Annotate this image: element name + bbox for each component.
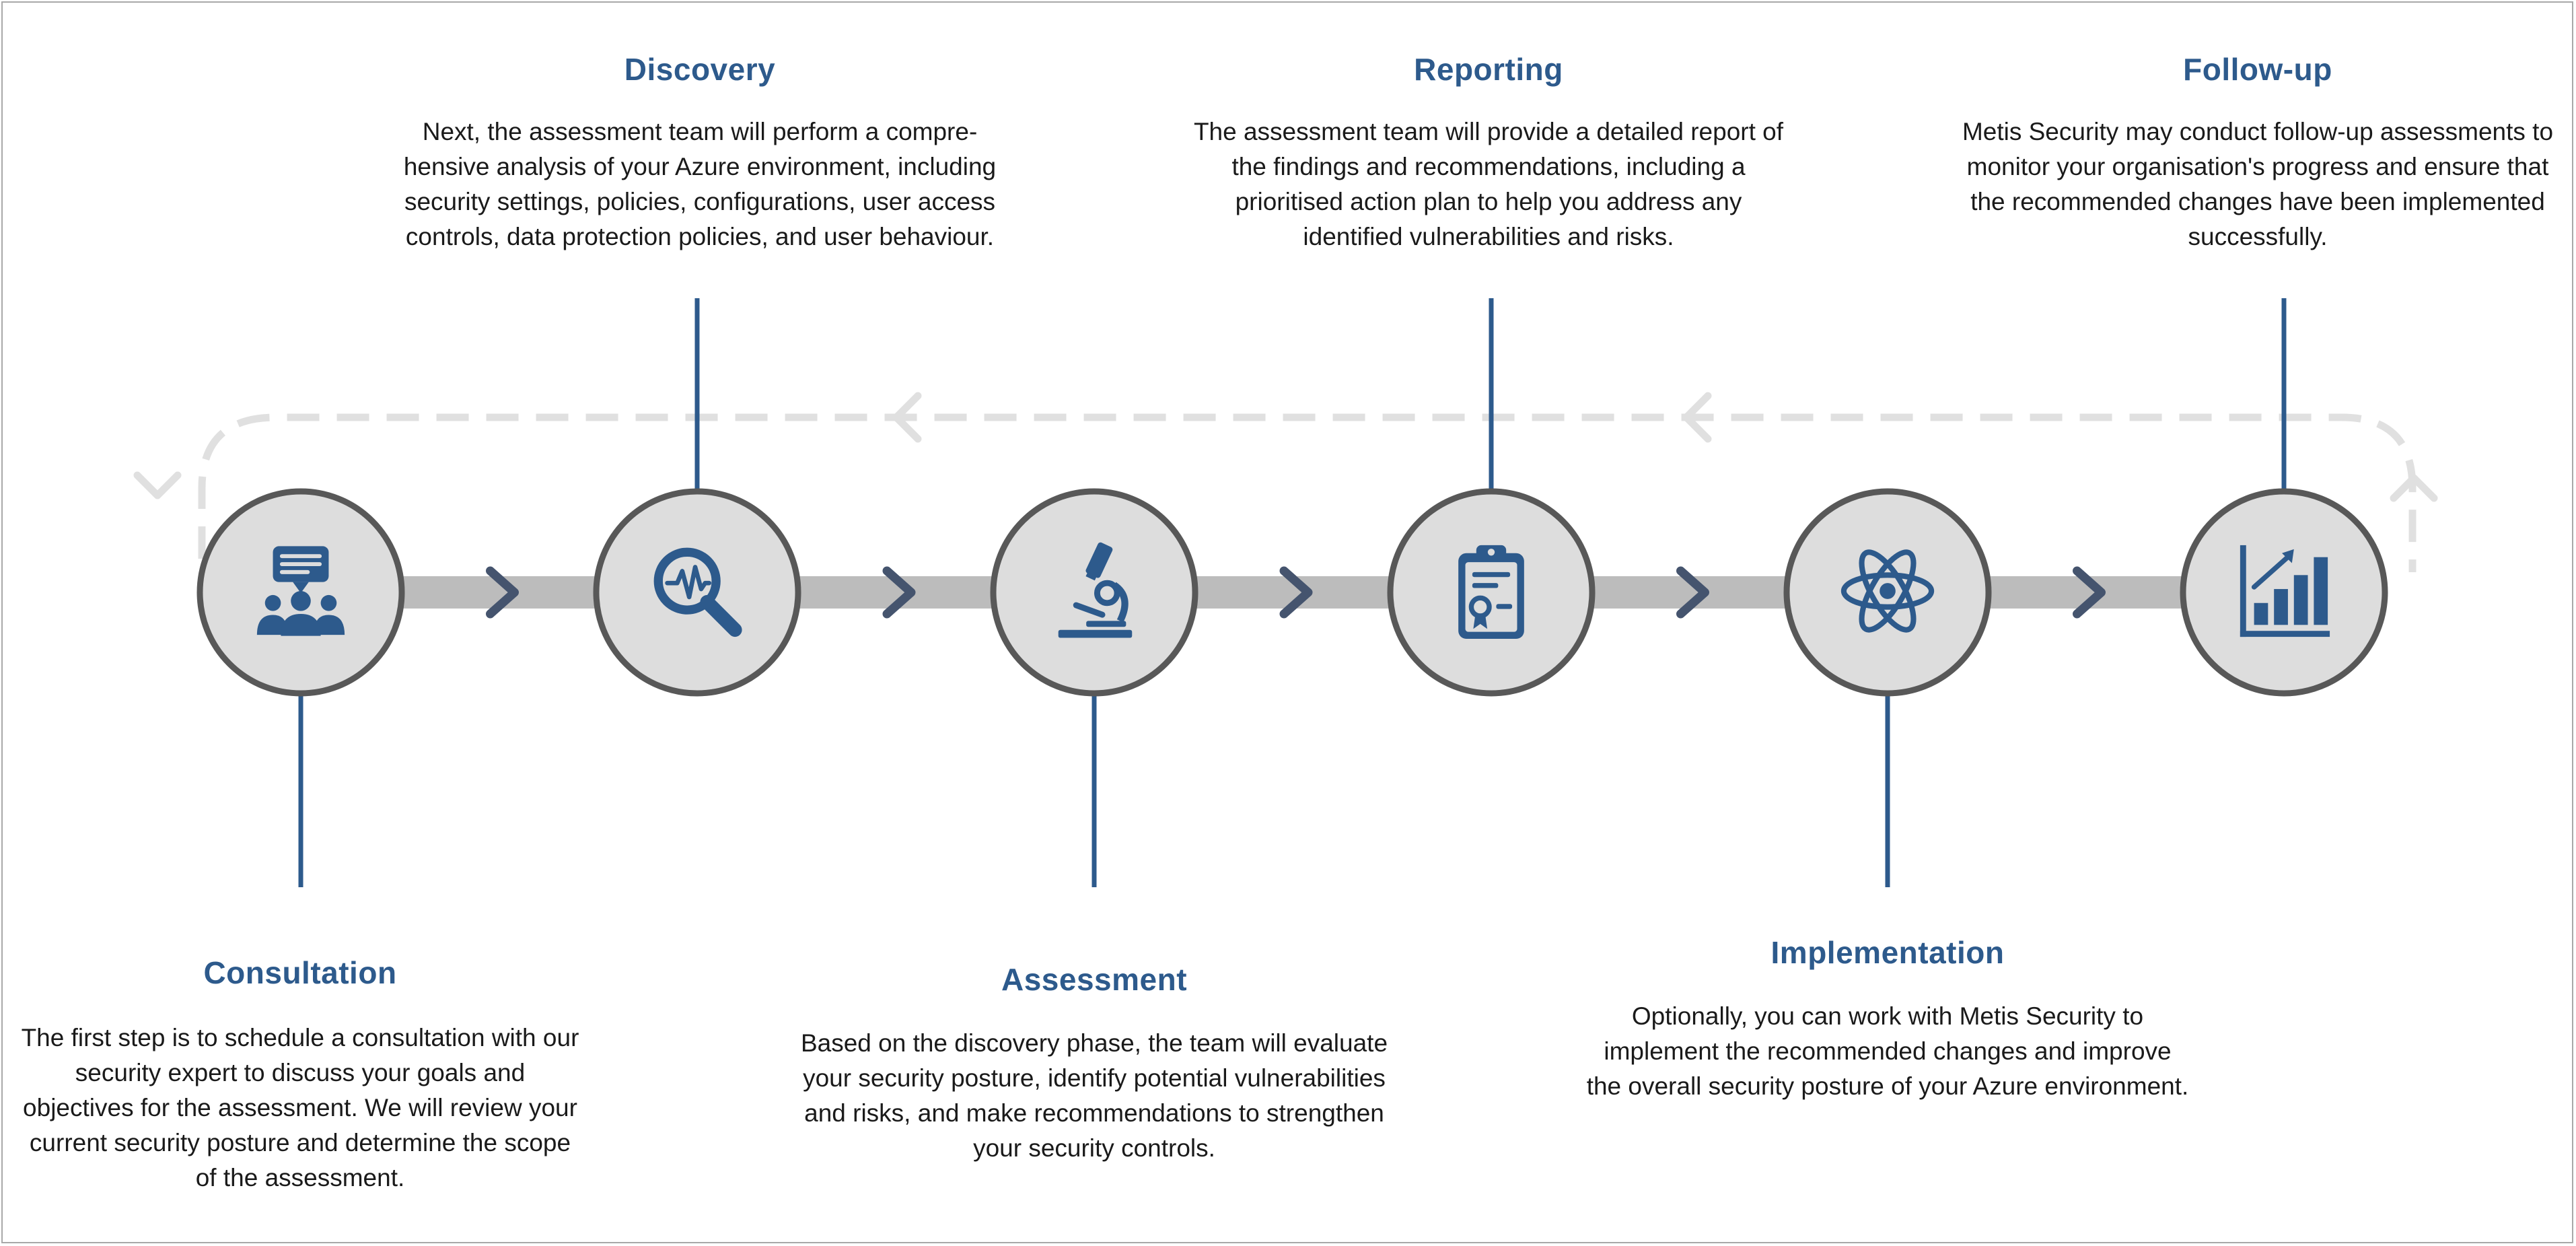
step-title: Assessment — [1001, 962, 1188, 997]
step-title: Reporting — [1414, 52, 1563, 87]
connector-chevron-1 — [486, 566, 519, 619]
connector-chevron-2 — [882, 566, 916, 619]
step-description: The assessment team will provide a detai… — [1193, 118, 1784, 250]
step-title: Implementation — [1770, 935, 2005, 970]
loop-arrow-left-1 — [892, 392, 922, 443]
step-title: Discovery — [624, 52, 776, 87]
loop-arrow-left-2 — [1682, 392, 1712, 443]
step-title: Follow-up — [2183, 52, 2332, 87]
feedback-loop — [198, 413, 2417, 572]
loop-arrow-down — [133, 471, 182, 499]
step-node-5 — [1783, 488, 1992, 697]
step-title: Consultation — [203, 955, 397, 990]
connector-chevron-4 — [1676, 566, 1709, 619]
step-node-6 — [2180, 488, 2388, 697]
node-circle — [593, 488, 801, 697]
clipboard-report-icon — [1458, 545, 1524, 639]
step-description: Metis Security may conduct follow-up ass… — [1962, 118, 2554, 250]
step-description: Based on the discovery phase, the team w… — [800, 1029, 1388, 1162]
step-description: Next, the assessment team will perform a… — [403, 118, 997, 250]
node-circle — [990, 488, 1198, 697]
step-node-3 — [990, 488, 1198, 697]
connector-chevron-3 — [1279, 566, 1313, 619]
step-description: Optionally, you can work with Metis Secu… — [1586, 1002, 2189, 1100]
step-node-2 — [593, 488, 801, 697]
step-description: The first step is to schedule a consulta… — [21, 1024, 579, 1191]
loop-arrow-up — [2390, 474, 2438, 502]
step-node-1 — [196, 488, 405, 697]
connector-chevron-5 — [2073, 566, 2106, 619]
step-node-4 — [1387, 488, 1596, 697]
